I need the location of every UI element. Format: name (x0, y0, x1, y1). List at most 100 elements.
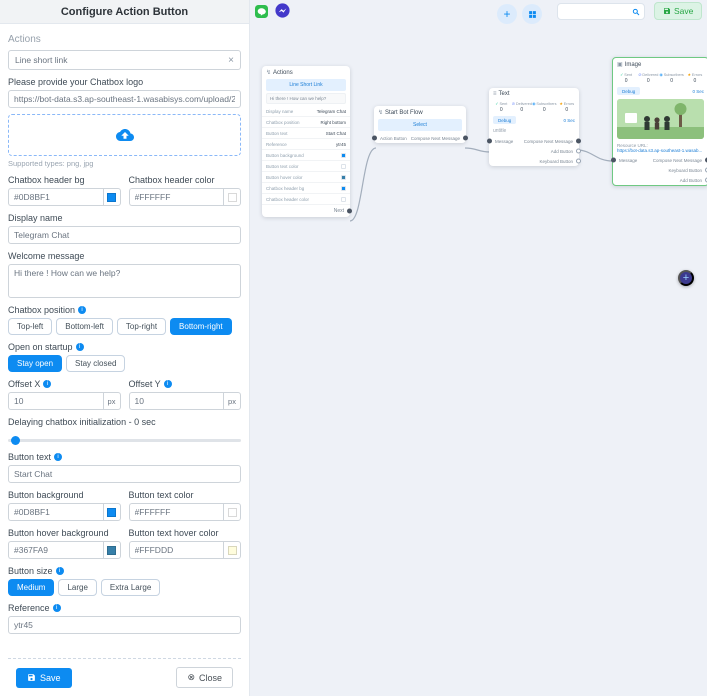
timer-label: 0 Sec (692, 88, 704, 94)
compose-output-port[interactable] (576, 138, 581, 144)
clear-selection-icon[interactable]: × (228, 54, 234, 66)
size-option-extra-large[interactable]: Extra Large (100, 579, 161, 596)
button-text-color-input[interactable] (128, 503, 223, 521)
button-hover-bg-swatch[interactable] (102, 541, 121, 559)
button-text-hover-color-input[interactable] (128, 541, 223, 559)
image-icon: ▣ (617, 62, 623, 68)
subscribers-icon: ◉ (532, 102, 536, 106)
startup-option-stay-closed[interactable]: Stay closed (66, 355, 126, 372)
compose-output-port[interactable] (463, 135, 468, 141)
image-node-port-row: Message Compose Next Message (611, 155, 707, 165)
close-icon: ⊗ (187, 672, 195, 682)
button-text-color-swatch[interactable] (223, 503, 241, 521)
startup-option-stay-open[interactable]: Stay open (8, 355, 63, 372)
image-node-title: ▣ Image (613, 58, 707, 70)
close-button[interactable]: ⊗ Close (176, 667, 233, 688)
display-name-input[interactable] (8, 226, 241, 244)
size-option-medium[interactable]: Medium (8, 579, 55, 596)
header-bg-label: Chatbox header bg (8, 175, 85, 185)
info-icon: i (52, 604, 61, 612)
offset-y-label: Offset Y i (129, 379, 242, 389)
position-option-bottom-right[interactable]: Bottom-right (170, 318, 232, 335)
next-output-port[interactable] (347, 208, 352, 214)
start-bot-flow-node[interactable]: ↯ Start Bot Flow Select Action Button Co… (372, 106, 468, 143)
color-swatch (227, 192, 237, 202)
stat-value: 0 (646, 78, 650, 84)
button-text-label-text: Button text (8, 452, 52, 462)
info-icon: i (78, 306, 87, 314)
add-button-port[interactable] (705, 177, 707, 183)
button-text-hover-color-swatch[interactable] (223, 541, 241, 559)
delay-label: Delaying chatbox initialization - 0 sec (8, 417, 156, 427)
debug-chip[interactable]: Debug (617, 87, 641, 95)
add-button-port[interactable] (576, 148, 581, 154)
flow-save-button[interactable]: Save (654, 2, 703, 20)
position-option-bottom-left[interactable]: Bottom-left (56, 318, 113, 335)
row-label: Button text (266, 130, 288, 136)
save-button[interactable]: Save (16, 667, 72, 688)
logo-url-input[interactable] (8, 90, 241, 108)
header-color-label: Chatbox header color (128, 175, 215, 185)
offset-y-input[interactable] (128, 392, 223, 410)
position-option-top-left[interactable]: Top-left (8, 318, 53, 335)
offset-x-input[interactable] (8, 392, 103, 410)
bot-platform-icon[interactable] (274, 2, 291, 19)
message-input-port[interactable] (487, 138, 492, 144)
sent-icon: ✓ (620, 73, 624, 77)
start-node-select-button[interactable]: Select (378, 119, 462, 131)
start-node-title-text: Start Bot Flow (385, 109, 423, 116)
actions-node-action-button[interactable]: Line Short Link (266, 79, 346, 91)
offset-x-unit: px (102, 392, 121, 410)
color-swatch (227, 545, 237, 555)
stat-label: Delivered (642, 72, 659, 77)
button-bg-input[interactable] (8, 503, 103, 521)
reference-input[interactable] (8, 616, 241, 634)
size-option-large[interactable]: Large (58, 579, 97, 596)
header-color-input[interactable] (128, 188, 223, 206)
row-label: Button hover color (266, 174, 303, 180)
flow-save-label: Save (674, 6, 694, 16)
action-button-input-port[interactable] (372, 135, 377, 141)
slider-knob[interactable] (11, 436, 20, 445)
image-preview (617, 99, 704, 139)
floating-add-button[interactable]: + (678, 270, 694, 286)
debug-chip[interactable]: Debug (493, 116, 517, 124)
offset-x-label-text: Offset X (8, 379, 41, 389)
color-swatch (107, 545, 116, 555)
add-node-button[interactable]: + (497, 4, 517, 24)
header-bg-swatch[interactable] (102, 188, 121, 206)
flow-canvas[interactable]: + Save + ↯ Actions Line Short Link Hi th… (250, 0, 707, 696)
keyboard-button-port[interactable] (576, 158, 581, 164)
logo-upload-dropzone[interactable] (8, 114, 241, 156)
button-hover-bg-input[interactable] (8, 541, 103, 559)
header-color-swatch[interactable] (223, 188, 241, 206)
welcome-message-textarea[interactable]: Hi there ! How can we help? (8, 264, 241, 298)
button-text-input[interactable] (8, 465, 241, 483)
slider-track (8, 439, 241, 442)
action-type-select[interactable]: Line short link × (8, 50, 241, 70)
flow-name-input[interactable] (557, 3, 645, 20)
delay-slider[interactable] (8, 435, 241, 445)
line-messenger-icon[interactable] (255, 5, 268, 18)
resource-url-link[interactable]: https://bot-data.s3.ap-southeast-1.wasab… (617, 148, 703, 153)
compose-output-port[interactable] (705, 157, 707, 163)
message-input-port[interactable] (611, 157, 616, 163)
action-button-port-label: Action Button (380, 135, 407, 141)
compose-port-label: Compose Next Message (652, 157, 702, 163)
keyboard-button-port-label: Keyboard Button (668, 167, 702, 173)
position-option-top-right[interactable]: Top-right (116, 318, 167, 335)
keyboard-button-port[interactable] (705, 167, 707, 173)
stat-label: Subscribers (663, 72, 684, 77)
button-size-options: Medium Large Extra Large (8, 579, 241, 596)
grid-layout-button[interactable] (522, 4, 542, 24)
open-on-startup-label-text: Open on startup (8, 342, 73, 352)
header-bg-input[interactable] (8, 188, 103, 206)
node-row: Button text color (262, 161, 350, 172)
button-bg-swatch[interactable] (102, 503, 121, 521)
actions-node[interactable]: ↯ Actions Line Short Link Hi there ! How… (262, 66, 352, 217)
